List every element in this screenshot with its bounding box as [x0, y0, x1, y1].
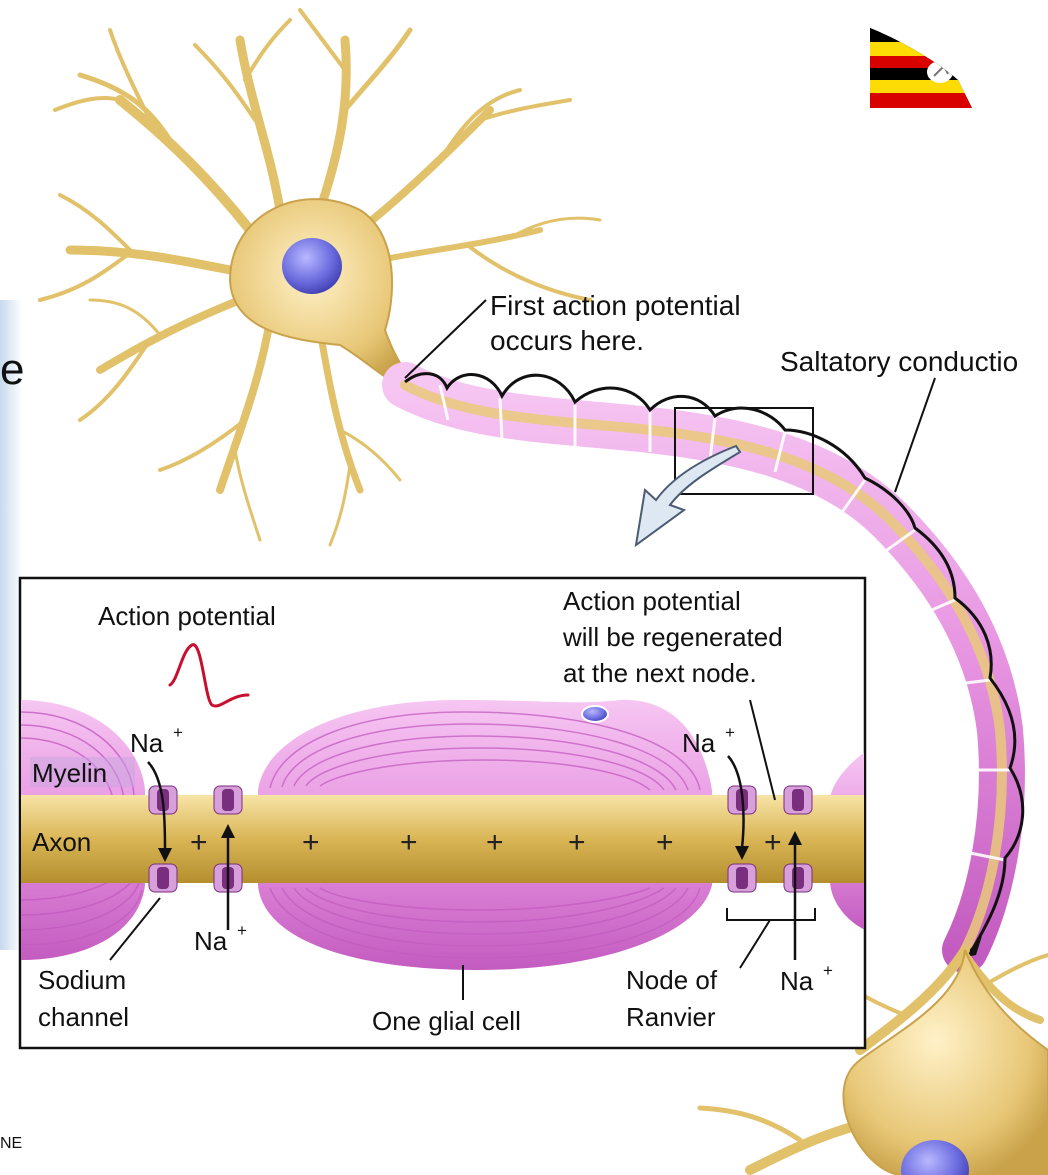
first-ap-label-line2: occurs here. — [490, 325, 644, 356]
edge-left-top-text: e — [0, 345, 24, 394]
action-potential-label: Action potential — [98, 601, 276, 631]
curved-arrow-icon — [636, 446, 740, 545]
inset-panel: + + + + + + + — [20, 578, 865, 1048]
saltatory-label: Saltatory conductio — [780, 346, 1018, 377]
svg-text:Na: Na — [682, 728, 716, 758]
svg-text:+: + — [173, 723, 183, 742]
svg-text:+: + — [764, 826, 782, 859]
node-label-line1: Node of — [626, 965, 718, 995]
sodium-channel-label-line2: channel — [38, 1002, 129, 1032]
first-ap-leader — [405, 300, 486, 378]
svg-text:Na: Na — [130, 728, 164, 758]
edge-left-bottom-text: NE — [0, 1135, 22, 1152]
regen-label-line2: will be regenerated — [562, 622, 783, 652]
svg-text:Na: Na — [780, 966, 814, 996]
svg-text:+: + — [725, 723, 735, 742]
glial-cell-label: One glial cell — [372, 1006, 521, 1036]
axon-label: Axon — [32, 827, 91, 857]
myelin-label: Myelin — [32, 758, 107, 788]
node-label-line2: Ranvier — [626, 1002, 716, 1032]
svg-text:+: + — [237, 921, 247, 940]
svg-text:+: + — [656, 826, 674, 859]
left-edge-shade — [0, 300, 22, 950]
regen-label-line1: Action potential — [563, 586, 741, 616]
svg-text:Na: Na — [194, 926, 228, 956]
regen-label-line3: at the next node. — [563, 658, 757, 688]
svg-text:+: + — [486, 826, 504, 859]
svg-text:+: + — [568, 826, 586, 859]
uganda-flag-icon — [860, 28, 980, 108]
svg-text:+: + — [190, 826, 208, 859]
saltatory-leader — [895, 378, 935, 492]
cell-body — [230, 199, 412, 388]
svg-text:+: + — [400, 826, 418, 859]
sodium-channel-label-line1: Sodium — [38, 965, 126, 995]
nucleus — [282, 238, 342, 294]
svg-text:+: + — [302, 826, 320, 859]
first-ap-label-line1: First action potential — [490, 290, 741, 321]
svg-text:+: + — [823, 961, 833, 980]
